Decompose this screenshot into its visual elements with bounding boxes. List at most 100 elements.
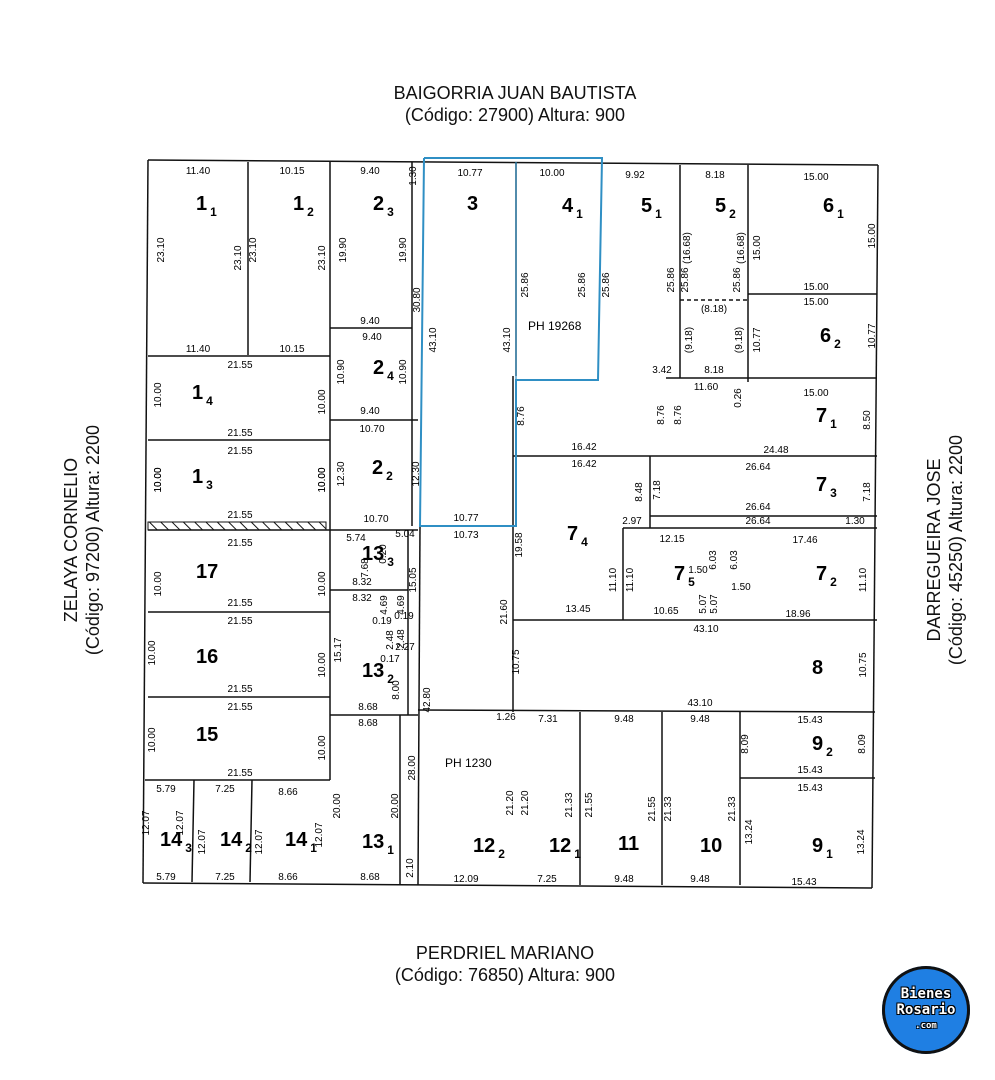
dimension-label: 21.55 [227,702,252,713]
dimension-label: 8.76 [673,405,684,425]
dimension-label: 7.25 [215,784,235,795]
dimension-label: 9.40 [362,332,382,343]
dimension-label: 10.00 [317,652,328,677]
street-top-label: BAIGORRIA JUAN BAUTISTA (Código: 27900) … [300,82,730,126]
dimension-label: 2.10 [405,858,416,878]
dimension-label: 4.69 [379,595,390,615]
lot-label: 16 [196,646,218,668]
dimension-label: 7.18 [652,480,663,500]
dimension-label: 15.43 [797,783,822,794]
dimension-label: 2.48 [396,629,407,649]
dimension-label: 19.90 [338,237,349,262]
dimension-label: 43.10 [428,327,439,352]
dimension-label: 43.10 [687,698,712,709]
dimension-label: 15.00 [752,235,763,260]
dimension-label: 9.92 [625,170,645,181]
dimension-label: 21.55 [227,510,252,521]
dimension-label: 10.15 [279,166,304,177]
dimension-label: 10.00 [147,640,158,665]
dimension-label: 2.48 [385,630,396,650]
dimension-label: 21.55 [227,598,252,609]
dimension-label: 8.18 [705,170,725,181]
parcel-lines [142,159,879,889]
dimension-label: 25.86 [520,272,531,297]
dimension-label: 23.10 [317,245,328,270]
dimension-label: 9.40 [360,316,380,327]
parcel-line [417,525,421,886]
dimension-label: 10.00 [153,571,164,596]
brand-logo: Bienes Rosario .com [882,966,970,1054]
dimension-label: 10.15 [279,344,304,355]
dimension-label: 21.55 [227,538,252,549]
dimension-label: 21.55 [227,428,252,439]
lot-label: 11 [618,833,639,855]
dimension-label: 10.00 [317,571,328,596]
dimension-label: 15.43 [791,877,816,888]
dimension-label: 21.33 [663,796,674,821]
ph-label: PH 1230 [445,756,492,770]
lot-label: 3 [467,193,478,215]
dimension-label: 10.00 [317,467,328,492]
street-top-name: BAIGORRIA JUAN BAUTISTA [393,83,637,103]
dimension-label: 25.86 [577,272,588,297]
dimension-label: 3.42 [652,365,672,376]
dimension-label: 1.26 [496,712,516,723]
dimension-label: 21.55 [227,684,252,695]
dimension-label: 26.64 [745,502,770,513]
dimension-label: 0.26 [733,388,744,408]
parcel-line [191,779,195,883]
highlighted-parcel-outline [418,157,604,527]
dimension-label: 6.03 [729,550,740,570]
dimension-label: 15.43 [797,715,822,726]
lot-label: 10 [700,835,722,857]
dimension-label: 10.70 [359,424,384,435]
parcel-line [142,159,149,884]
dimension-label: 10.00 [153,382,164,407]
dimension-label: 10.00 [317,467,328,492]
dimension-label: 21.33 [727,796,738,821]
dimension-label: 21.20 [505,790,516,815]
dimension-label: (8.18) [701,304,727,315]
dimension-label: 21.33 [564,792,575,817]
dimension-label: 21.55 [227,616,252,627]
dimension-label: 10.90 [398,359,409,384]
dimension-label: 0.17 [380,654,400,665]
dimension-label: 7.31 [538,714,558,725]
street-top-info: (Código: 27900) Altura: 900 [404,105,626,125]
dimension-label: 11.10 [608,567,619,592]
dimension-label: 5.04 [395,529,415,540]
dimension-label: 5.74 [346,533,366,544]
dimension-label: 8.32 [352,577,372,588]
dimension-label: 1.50 [688,565,708,576]
dimension-label: 11.10 [625,567,636,592]
dimension-label: 10.00 [147,727,158,752]
dimension-label: 10.00 [317,389,328,414]
dimension-label: 8.76 [656,405,667,425]
dimension-label: 25.86 [666,267,677,292]
dimension-label: 10.77 [867,323,878,348]
dimension-label: 28.00 [407,755,418,780]
dimension-label: 8.76 [516,406,527,426]
dimension-label: 15.05 [408,567,419,592]
dimension-label: 43.10 [502,327,513,352]
lot-label: 17 [196,561,218,583]
dimension-label: 5.07 [698,594,709,614]
dimension-label: 8.50 [862,410,873,430]
dimension-label: 15.43 [797,765,822,776]
dimension-label: 8.66 [278,872,298,883]
lot-label: 8 [812,657,823,679]
dimension-label: 1.30 [408,166,419,186]
